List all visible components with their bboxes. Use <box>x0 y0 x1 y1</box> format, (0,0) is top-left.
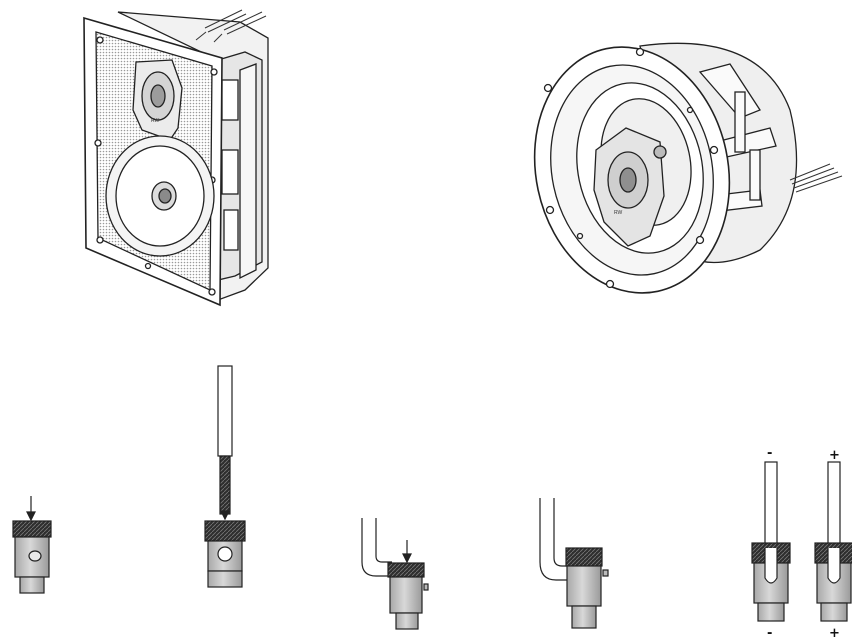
terminal-step-2 <box>204 365 246 588</box>
press-arrow <box>26 511 36 522</box>
terminal-base <box>571 605 597 629</box>
terminal-base <box>19 576 45 594</box>
terminal-step-3 <box>361 518 429 630</box>
polarity-label-positive-bottom: + <box>829 626 840 641</box>
wire-hole <box>28 550 42 562</box>
speaker-wire <box>217 365 233 457</box>
terminal-cap <box>565 547 603 567</box>
terminal-base <box>820 602 848 622</box>
side-clamp <box>221 63 257 280</box>
polarity-label-positive-top: + <box>829 448 840 463</box>
speaker-wire <box>539 498 570 581</box>
terminal-base <box>207 570 243 588</box>
terminal-cap <box>387 562 425 578</box>
speaker-wires <box>789 163 843 193</box>
terminal-base <box>395 612 419 630</box>
brand-mark: RW <box>614 210 623 216</box>
speaker-wire <box>361 518 392 577</box>
terminal-step-4 <box>539 498 609 629</box>
polarity-label-negative-bottom: - <box>767 626 772 641</box>
woofer-dust-cap <box>158 188 172 204</box>
terminal-cap <box>204 520 246 542</box>
wire-hole <box>217 546 233 562</box>
flange-screws <box>543 47 719 289</box>
terminal-body <box>566 565 602 607</box>
terminal-step-1 <box>12 496 52 594</box>
terminal-base <box>757 602 785 622</box>
speaker-wires <box>195 9 267 43</box>
polarity-label-negative-top: - <box>767 446 772 461</box>
terminal-step-5 <box>751 461 852 622</box>
negative-terminal <box>751 461 791 622</box>
in-ceiling-speaker: RW <box>533 42 843 294</box>
terminal-body <box>389 576 423 614</box>
press-arrow <box>402 553 412 564</box>
in-wall-speaker: RW <box>83 9 269 307</box>
positive-terminal <box>814 461 852 622</box>
press-arrow <box>220 510 230 521</box>
stripped-wire-end <box>219 455 231 515</box>
terminal-cap <box>12 520 52 538</box>
brand-mark: RW <box>151 118 160 124</box>
